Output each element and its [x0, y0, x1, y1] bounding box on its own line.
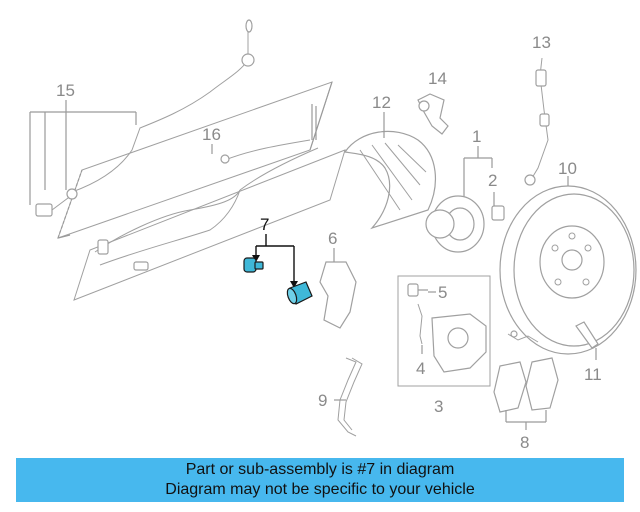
callout-14: 14 — [428, 69, 447, 88]
callout-7: 7 — [260, 215, 269, 234]
banner-line-1: Part or sub-assembly is #7 in diagram — [185, 461, 455, 478]
banner-line-2: Diagram may not be specific to your vehi… — [165, 481, 475, 498]
caliper-bracket-6 — [319, 248, 357, 329]
guide-pin-bolt-icon — [243, 257, 264, 273]
callout-8: 8 — [520, 433, 529, 452]
guide-sleeve-icon — [286, 281, 313, 305]
callout-16: 16 — [202, 125, 221, 144]
highlighted-part-7 — [243, 234, 313, 305]
sensor-wire-13 — [524, 57, 550, 186]
spring-clip-9 — [334, 357, 363, 437]
sensor-cable-15 — [35, 19, 255, 217]
brake-pads-8 — [493, 330, 559, 430]
callout-10: 10 — [558, 159, 577, 178]
callout-9: 9 — [318, 391, 327, 410]
callout-3: 3 — [434, 397, 443, 416]
callout-5: 5 — [438, 283, 447, 302]
info-banner: Part or sub-assembly is #7 in diagram Di… — [16, 458, 624, 502]
brake-rotor-10 — [499, 176, 637, 355]
callout-4: 4 — [416, 359, 425, 378]
wiring-harness-panel — [57, 81, 346, 301]
rotor-bolt-11 — [575, 321, 599, 360]
caliper-assembly-3 — [397, 275, 491, 387]
callout-13: 13 — [532, 33, 551, 52]
hub-bolt-2 — [491, 192, 505, 221]
dust-shield-12 — [343, 112, 437, 230]
callout-12: 12 — [372, 93, 391, 112]
wheel-hub-1 — [425, 146, 493, 253]
callout-11: 11 — [584, 365, 602, 384]
callout-6: 6 — [328, 229, 337, 248]
callout-2: 2 — [488, 171, 497, 190]
callout-15: 15 — [56, 81, 75, 100]
callout-15-leaders — [29, 100, 137, 205]
parts-diagram: 15 16 7 12 14 13 1 2 10 6 5 4 11 9 3 8 — [29, 19, 637, 452]
callout-1: 1 — [472, 127, 481, 146]
sensor-14 — [417, 93, 449, 135]
